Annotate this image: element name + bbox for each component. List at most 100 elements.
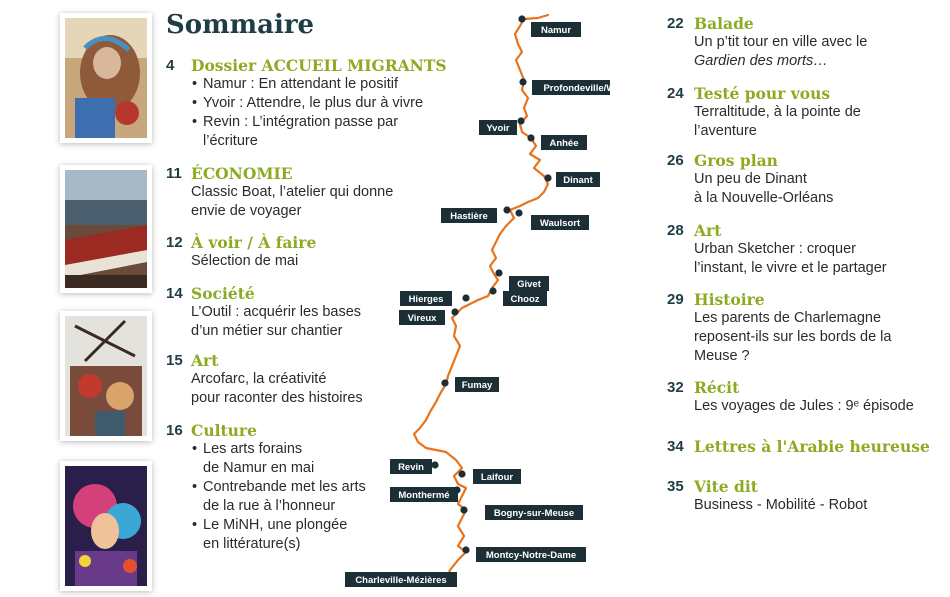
article-line: Revin : L’intégration passe par bbox=[191, 113, 447, 132]
city-label-box bbox=[531, 22, 581, 37]
article-line: Urban Sketcher : croquer bbox=[694, 241, 856, 257]
city-marker: Namur bbox=[518, 15, 581, 37]
city-dot bbox=[451, 308, 459, 316]
section-heading: Récit bbox=[694, 378, 740, 397]
article-line: de Namur en mai bbox=[203, 460, 315, 476]
city-label-box bbox=[390, 487, 458, 502]
city-dot bbox=[519, 78, 527, 86]
article-line: à la Nouvelle-Orléans bbox=[694, 190, 834, 206]
section-heading: À voir / À faire bbox=[191, 233, 317, 252]
city-marker: Charleville-Mézières bbox=[345, 572, 457, 587]
city-dot bbox=[503, 206, 511, 214]
city-label-box bbox=[509, 276, 549, 291]
page-number: 29 bbox=[667, 291, 684, 308]
city-label: Hastière bbox=[450, 211, 488, 222]
city-dot bbox=[489, 287, 497, 295]
city-label-box bbox=[503, 291, 547, 306]
photo-migrants bbox=[65, 18, 147, 138]
article-line: l’écriture bbox=[203, 133, 258, 149]
section-heading: Balade bbox=[694, 14, 754, 33]
city-label: Laifour bbox=[481, 472, 513, 483]
article-line: reposent-ils sur les bords de la bbox=[694, 329, 892, 345]
section-heading: Art bbox=[694, 221, 722, 240]
city-label: Profondeville/Wépion bbox=[543, 83, 610, 94]
city-label: Yvoir bbox=[486, 123, 510, 134]
page-number: 24 bbox=[667, 85, 684, 102]
city-label-box bbox=[531, 215, 589, 230]
section-heading: Art bbox=[191, 351, 219, 370]
page-number: 34 bbox=[667, 438, 684, 455]
article-line: Un p’tit tour en ville avec le bbox=[694, 34, 868, 50]
page-number: 12 bbox=[166, 234, 183, 251]
article-line: Les voyages de Jules : 9ᵉ épisode bbox=[694, 398, 914, 414]
article-line: de la rue à l’honneur bbox=[203, 498, 336, 514]
city-label: Vireux bbox=[408, 313, 438, 324]
meuse-river-map: NamurProfondeville/WépionYvoirAnhéeDinan… bbox=[345, 13, 610, 587]
page-number: 32 bbox=[667, 379, 684, 396]
page-number: 28 bbox=[667, 222, 684, 239]
city-dot bbox=[495, 269, 503, 277]
city-label: Namur bbox=[541, 25, 571, 36]
city-marker: Waulsort bbox=[515, 209, 589, 230]
city-label-box bbox=[473, 469, 521, 484]
article-line: Gardien des morts… bbox=[694, 53, 828, 69]
article-line: Business - Mobilité - Robot bbox=[694, 497, 868, 513]
city-marker: Bogny-sur-Meuse bbox=[460, 505, 583, 520]
city-label-box bbox=[390, 459, 432, 474]
city-marker: Hierges bbox=[400, 291, 470, 306]
city-label-box bbox=[345, 572, 457, 587]
city-label: Givet bbox=[517, 279, 542, 290]
page-number: 14 bbox=[166, 285, 183, 302]
page-number: 16 bbox=[166, 422, 183, 439]
page-number: 15 bbox=[166, 352, 183, 369]
city-label-box bbox=[556, 172, 600, 187]
city-marker: Profondeville/Wépion bbox=[519, 78, 610, 95]
page-number: 35 bbox=[667, 478, 684, 495]
city-label: Charleville-Mézières bbox=[355, 575, 446, 586]
article-line: l’aventure bbox=[694, 123, 757, 139]
article-line: Yvoir : Attendre, le plus dur à vivre bbox=[191, 94, 447, 113]
city-marker: Fumay bbox=[441, 377, 499, 392]
city-marker: Chooz bbox=[489, 287, 547, 306]
article-line: L’Outil : acquérir les bases bbox=[191, 304, 362, 320]
city-label-box bbox=[400, 291, 452, 306]
city-marker: Montcy-Notre-Dame bbox=[462, 546, 586, 562]
article-line: envie de voyager bbox=[191, 203, 302, 219]
article-line: Contrebande met les arts bbox=[191, 478, 366, 497]
article-line: en littérature(s) bbox=[203, 536, 301, 552]
article-line: Classic Boat, l’atelier qui donne bbox=[191, 184, 394, 200]
city-marker: Hastière bbox=[441, 206, 511, 223]
city-label: Montcy-Notre-Dame bbox=[486, 550, 576, 561]
city-dot bbox=[458, 470, 466, 478]
article-line: l’instant, le vivre et le partager bbox=[694, 260, 887, 276]
article-line: Les parents de Charlemagne bbox=[694, 310, 882, 326]
city-dot bbox=[462, 294, 470, 302]
city-label-box bbox=[485, 505, 583, 520]
city-label: Anhée bbox=[549, 138, 578, 149]
article-line: Les arts forains bbox=[191, 440, 366, 459]
city-label-box bbox=[441, 208, 497, 223]
city-marker: Revin bbox=[390, 459, 439, 474]
article-line: Arcofarc, la créativité bbox=[191, 371, 327, 387]
city-label-box bbox=[541, 135, 587, 150]
section-heading: Vite dit bbox=[694, 477, 758, 496]
photo-arcofarc bbox=[65, 316, 147, 436]
city-label: Dinant bbox=[563, 175, 593, 186]
section-heading: Culture bbox=[191, 421, 257, 440]
city-label: Waulsort bbox=[540, 218, 581, 229]
city-label-box bbox=[479, 120, 517, 135]
city-dot bbox=[515, 209, 523, 217]
city-label: Hierges bbox=[409, 294, 444, 305]
page-number: 4 bbox=[166, 57, 175, 74]
city-dot bbox=[544, 174, 552, 182]
photo-culture bbox=[65, 466, 147, 586]
page-number: 26 bbox=[667, 152, 684, 169]
article-line: pour raconter des histoires bbox=[191, 390, 363, 406]
meuse-river-line bbox=[412, 13, 550, 578]
article-line: Le MiNH, une plongée bbox=[191, 516, 366, 535]
section-heading: Lettres à l'Arabie heureuse bbox=[694, 437, 930, 456]
city-label-box bbox=[476, 547, 586, 562]
city-label: Bogny-sur-Meuse bbox=[494, 508, 574, 519]
city-marker: Laifour bbox=[458, 469, 521, 484]
photo-classic-boat bbox=[65, 170, 147, 288]
